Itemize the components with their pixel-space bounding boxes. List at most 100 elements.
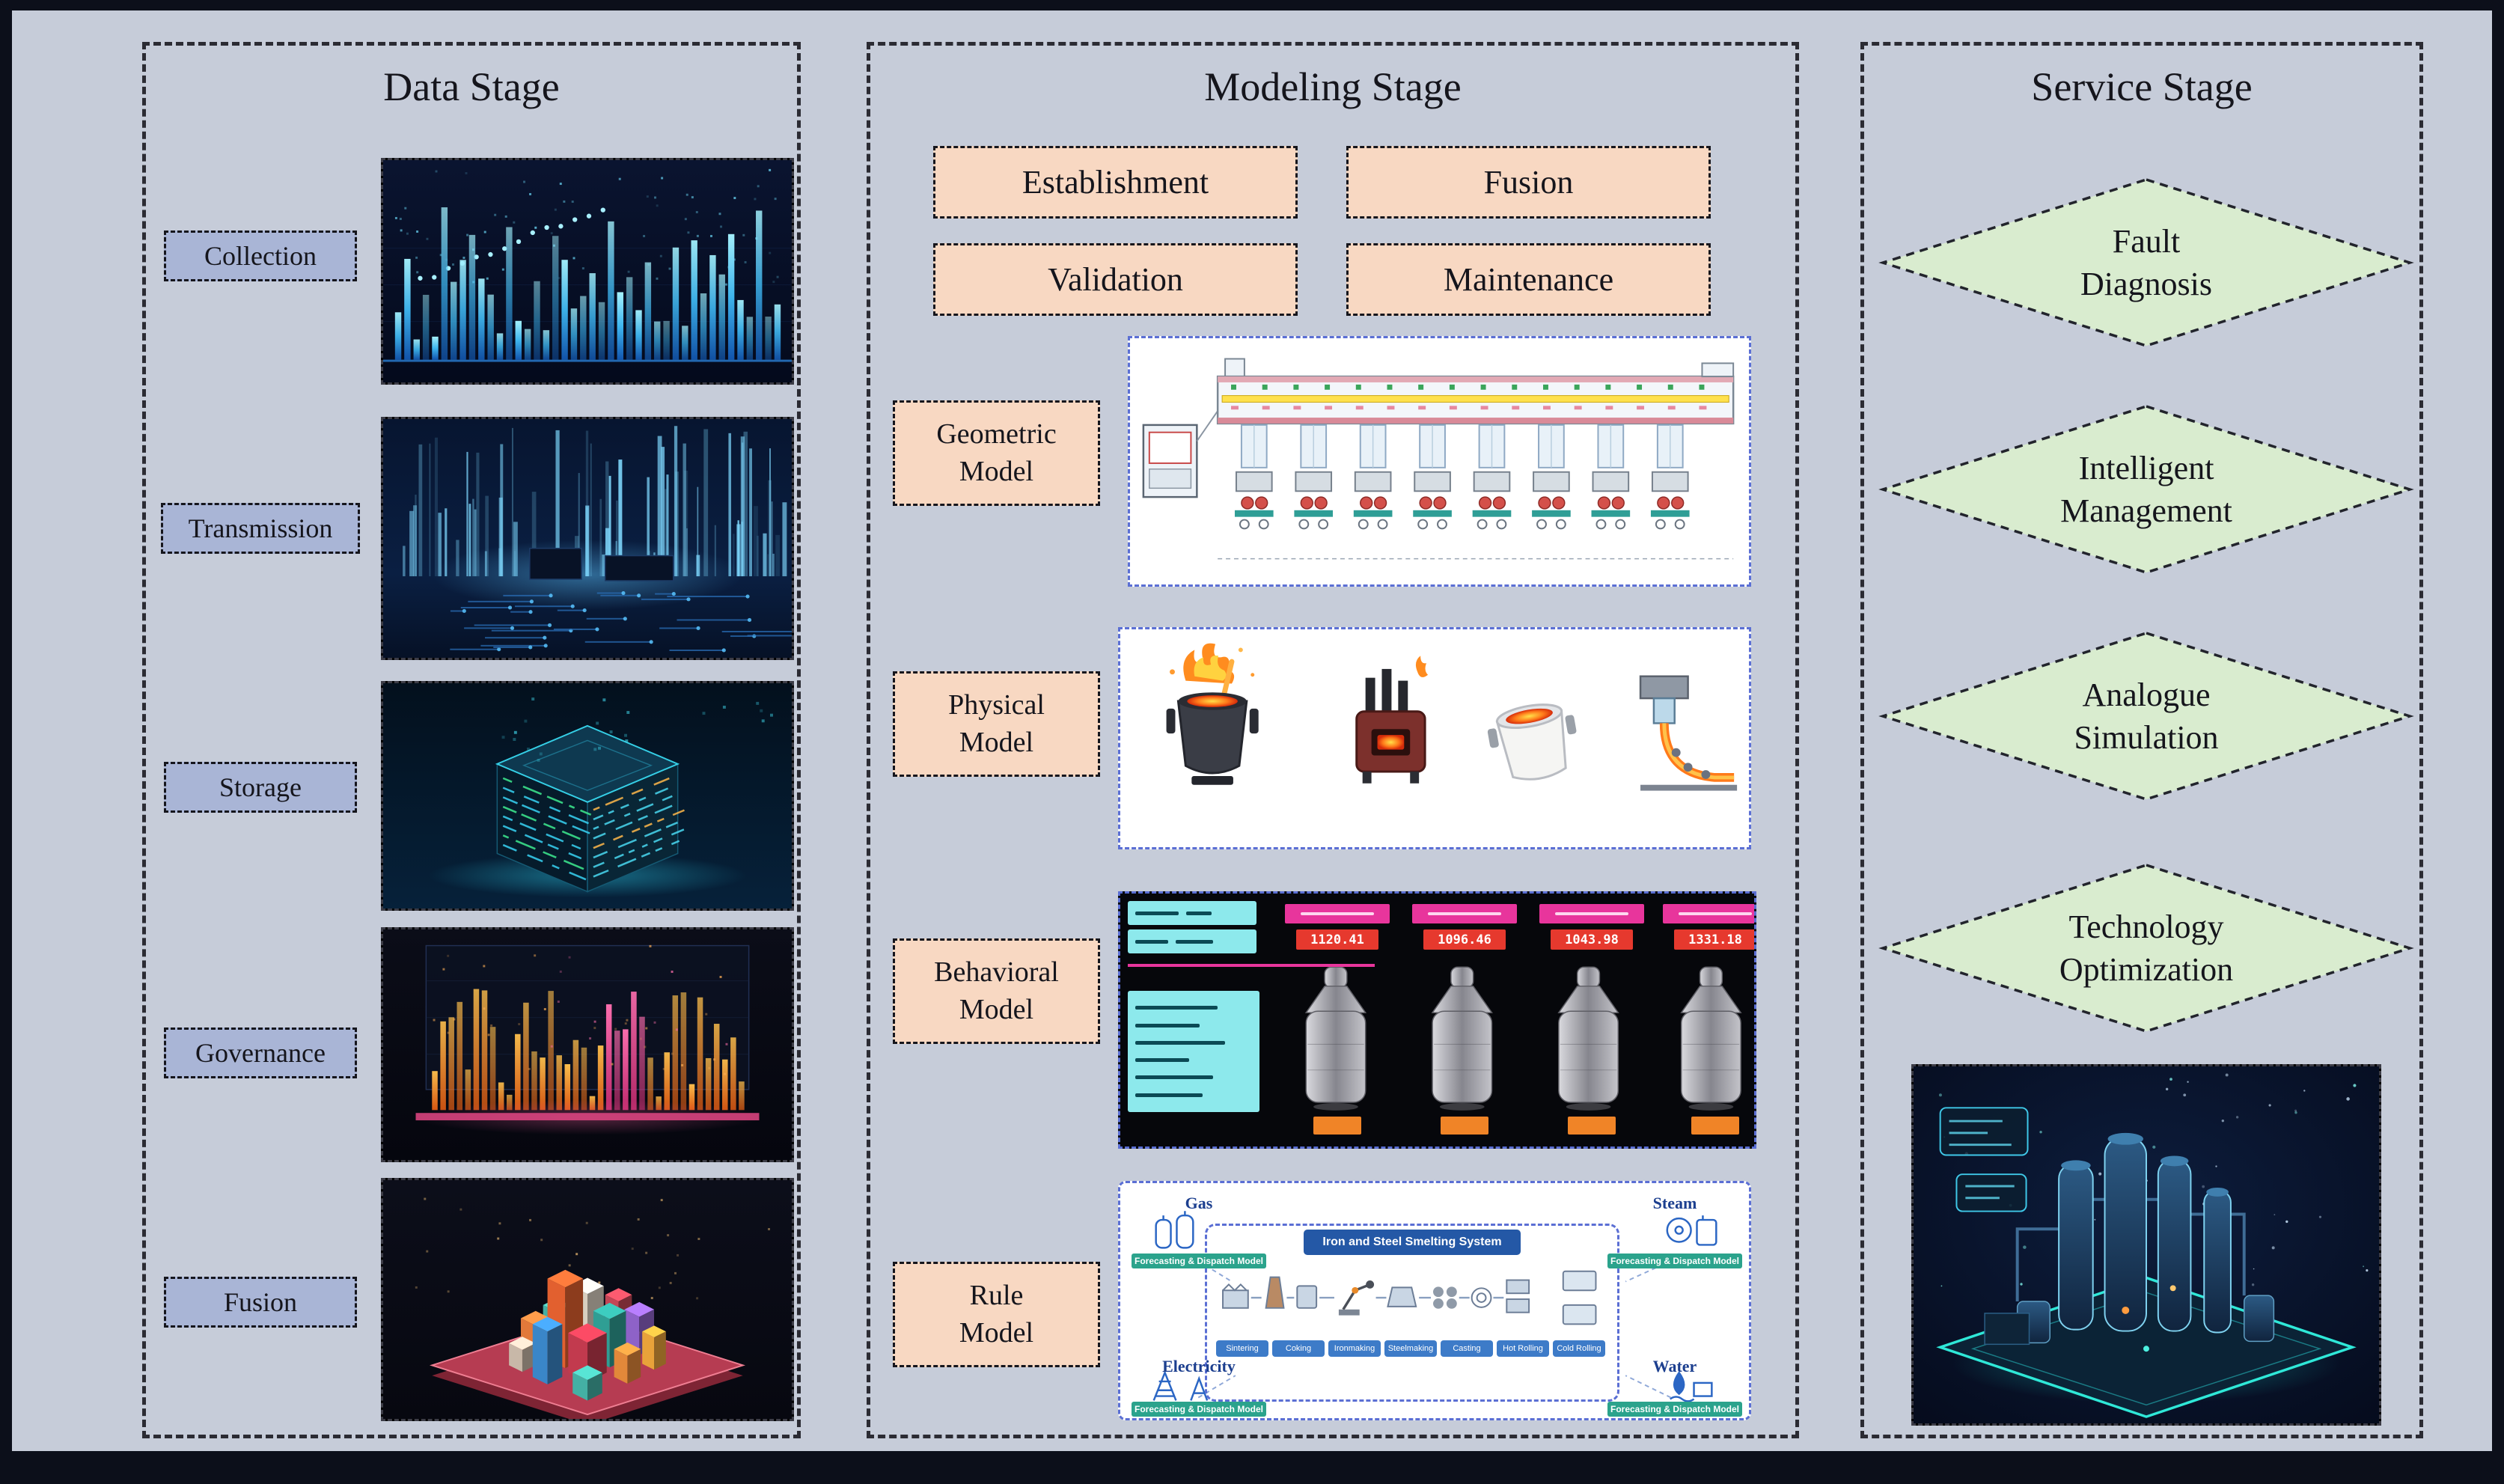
furnace-icon: [1355, 656, 1429, 784]
right-substation-icons: [1562, 1270, 1597, 1325]
rule-model-label: Rule Model: [893, 1262, 1100, 1367]
hmi-vessels: [1304, 966, 1742, 1103]
process-box-validation: Validation: [933, 243, 1298, 316]
service-line1: Intelligent: [2078, 449, 2214, 486]
water-pump-icon: [1670, 1371, 1713, 1402]
data-item-storage-label: Storage: [219, 772, 302, 802]
process-box-fusion-label: Fusion: [1483, 164, 1574, 201]
process-box-maintenance-label: Maintenance: [1443, 261, 1614, 298]
hmi-footer-tag: [1568, 1117, 1616, 1135]
geometric-model-label: Geometric Model: [893, 400, 1100, 506]
data-stage-title: Data Stage: [383, 64, 560, 109]
service-line1: Fault: [2112, 222, 2181, 260]
transmission-image: [381, 417, 794, 660]
service-line2: Optimization: [2059, 951, 2234, 988]
corner-label-steam: Steam: [1652, 1194, 1697, 1212]
process-box-maintenance: Maintenance: [1346, 243, 1711, 316]
ladle-icon: [1166, 643, 1259, 785]
floating-ui-panels: [1939, 1107, 2029, 1212]
geometric-model-line2: Model: [959, 455, 1034, 487]
fusion-image: [381, 1178, 794, 1421]
data-item-storage: Storage: [164, 762, 357, 813]
hmi-header-bar: [1539, 904, 1644, 923]
hmi-footer-tag: [1441, 1117, 1488, 1135]
forecast-model-bar: Forecasting & Dispatch Model: [1607, 1254, 1742, 1268]
continuous-caster-icon: [1639, 675, 1738, 791]
data-stage-panel: Data Stage Collection Transmission Stora…: [142, 42, 801, 1438]
physical-model-line2: Model: [959, 726, 1034, 758]
data-item-transmission-label: Transmission: [188, 513, 333, 543]
hmi-value: 1096.46: [1423, 929, 1506, 950]
behavioral-model-line1: Behavioral: [934, 956, 1059, 989]
hmi-header-bar: [1285, 904, 1390, 923]
hmi-status-box: [1128, 901, 1256, 925]
process-box-establishment-label: Establishment: [1022, 164, 1209, 201]
service-line1: Technology: [2068, 908, 2224, 945]
hmi-header-bar: [1412, 904, 1517, 923]
data-item-governance-label: Governance: [195, 1038, 326, 1068]
service-line2: Diagnosis: [2080, 266, 2212, 302]
behavioral-model-label: Behavioral Model: [893, 938, 1100, 1044]
service-line2: Simulation: [2074, 719, 2219, 756]
corner-label-water: Water: [1652, 1357, 1697, 1375]
process-box-fusion: Fusion: [1346, 146, 1711, 219]
service-stage-title: Service Stage: [2031, 64, 2253, 109]
process-box-establishment: Establishment: [933, 146, 1298, 219]
geometric-model-image: [1128, 336, 1751, 587]
gas-tank-icon: [1155, 1211, 1194, 1249]
process-chip: Casting: [1441, 1340, 1493, 1357]
hmi-status-box: [1128, 929, 1256, 953]
forecast-model-bar: Forecasting & Dispatch Model: [1607, 1402, 1742, 1417]
process-chip: Sintering: [1216, 1340, 1268, 1357]
physical-model-line1: Physical: [948, 689, 1045, 721]
hmi-footer-tag: [1691, 1117, 1739, 1135]
hmi-value: 1120.41: [1296, 929, 1378, 950]
smelting-system-frame: [1205, 1224, 1619, 1402]
process-chip: Ironmaking: [1328, 1340, 1381, 1357]
rule-model-line2: Model: [959, 1316, 1034, 1349]
hmi-header-bar: [1663, 904, 1754, 923]
process-chip: Hot Rolling: [1497, 1340, 1549, 1357]
physical-model-image: [1118, 627, 1751, 849]
governance-image: [381, 927, 794, 1162]
forecast-model-bar: Forecasting & Dispatch Model: [1132, 1402, 1266, 1417]
process-chip: Steelmaking: [1384, 1340, 1437, 1357]
data-item-transmission: Transmission: [161, 503, 360, 554]
service-line2: Management: [2060, 492, 2232, 529]
process-chip: Cold Rolling: [1553, 1340, 1605, 1357]
modeling-stage-title: Modeling Stage: [1204, 64, 1462, 109]
data-item-collection-label: Collection: [204, 241, 317, 271]
molten-pot-icon: [1487, 703, 1577, 781]
corner-label-gas: Gas: [1185, 1194, 1213, 1212]
hmi-value: 1043.98: [1551, 929, 1633, 950]
storage-image: [381, 681, 794, 911]
data-item-collection: Collection: [164, 230, 357, 281]
data-item-fusion-label: Fusion: [223, 1287, 298, 1317]
hmi-value: 1331.18: [1674, 929, 1754, 950]
hmi-divider: [1128, 964, 1375, 967]
forecast-model-bar: Forecasting & Dispatch Model: [1132, 1254, 1266, 1268]
data-item-governance: Governance: [164, 1027, 357, 1078]
service-stage-image: [1911, 1064, 2381, 1426]
geometric-model-line1: Geometric: [936, 418, 1057, 451]
collection-image: [381, 158, 794, 385]
corner-label-electricity: Electricity: [1162, 1357, 1236, 1375]
hmi-footer-tag: [1313, 1117, 1361, 1135]
rule-model-image: Iron and Steel Smelting System Gas Steam…: [1118, 1181, 1751, 1420]
smelting-flow-icons: [1222, 1270, 1597, 1325]
plant-towers: [1984, 1132, 2275, 1352]
hmi-parameter-panel: [1128, 991, 1259, 1112]
rule-model-line1: Rule: [969, 1280, 1024, 1312]
electricity-tower-icon: [1152, 1370, 1209, 1401]
process-box-validation-label: Validation: [1048, 261, 1183, 298]
service-line1: Analogue: [2082, 676, 2211, 713]
data-item-fusion: Fusion: [164, 1277, 357, 1328]
process-chip: Coking: [1272, 1340, 1325, 1357]
modeling-stage-panel: Modeling Stage Establishment Fusion Vali…: [867, 42, 1799, 1438]
